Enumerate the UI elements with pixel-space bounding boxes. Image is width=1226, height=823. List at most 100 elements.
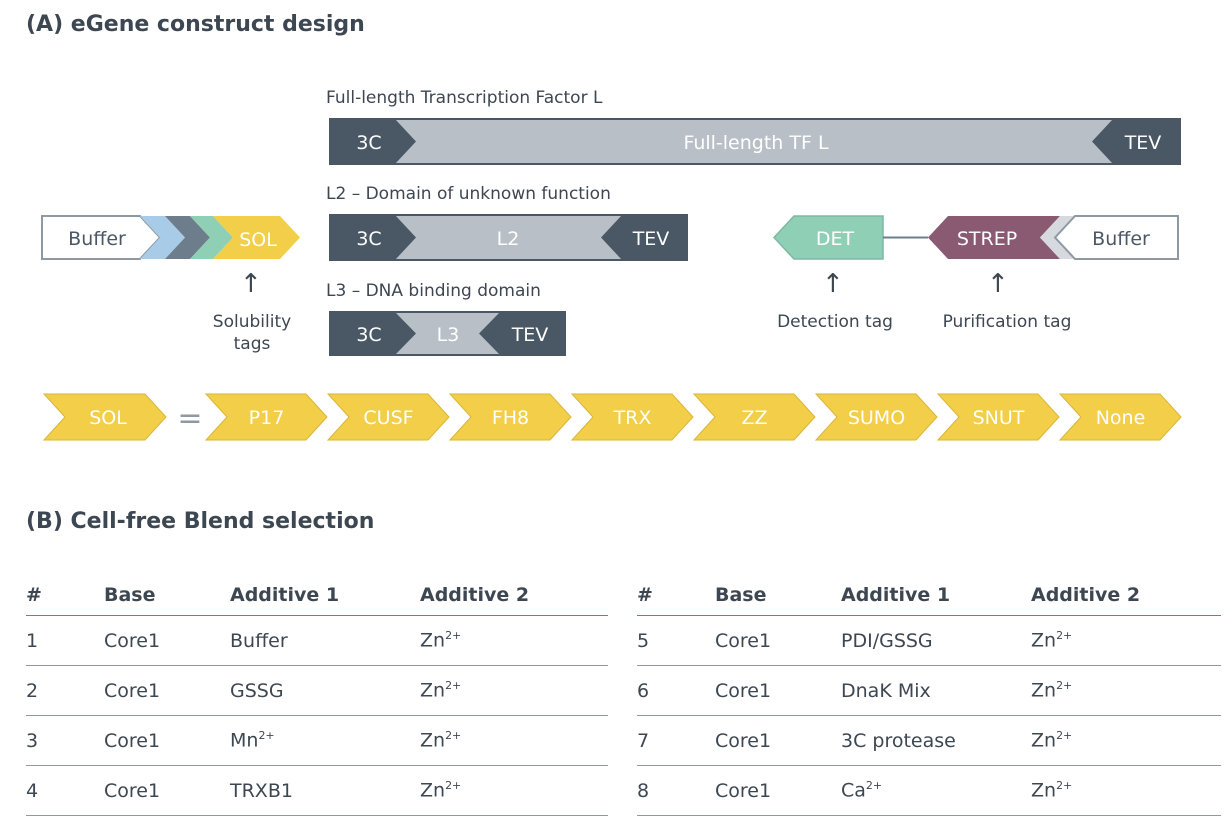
right-cassette: DET STREP Buffer xyxy=(772,215,1179,260)
strep-label: STREP xyxy=(957,228,1017,250)
l3-3c-label: 3C xyxy=(356,324,381,346)
l3-label: L3 – DNA binding domain xyxy=(326,281,541,301)
sol-option-chevron xyxy=(936,393,1060,441)
cell-additive-1: DnaK Mix xyxy=(841,665,1031,716)
sol-option-label: ZZ xyxy=(741,407,767,429)
cell-base: Core1 xyxy=(715,765,841,816)
cell-additive-2: Zn2+ xyxy=(1031,615,1221,666)
sol-option-chevron xyxy=(570,393,694,441)
cell-number: 6 xyxy=(637,665,715,716)
det-label: DET xyxy=(816,228,855,250)
l3-construct: 3C L3 TEV xyxy=(329,311,566,356)
cell-base: Core1 xyxy=(104,765,230,816)
cell-additive-2: Zn2+ xyxy=(420,665,608,716)
full-tev-label: TEV xyxy=(1124,132,1162,154)
detection-annotation: Detection tag xyxy=(777,312,893,332)
cell-additive-2: Zn2+ xyxy=(420,615,608,666)
cell-number: 5 xyxy=(637,615,715,666)
header-additive-2: Additive 2 xyxy=(1031,575,1221,616)
sol-option-label: TRX xyxy=(613,407,652,429)
sol-option-chevron xyxy=(814,393,938,441)
cell-additive-1: GSSG xyxy=(230,665,420,716)
l3-mid-label: L3 xyxy=(437,324,460,346)
cell-base: Core1 xyxy=(715,615,841,666)
full-3c-label: 3C xyxy=(356,132,381,154)
header-additive-2: Additive 2 xyxy=(420,575,608,616)
cell-additive-2: Zn2+ xyxy=(420,765,608,816)
header-base: Base xyxy=(104,575,230,616)
full-mid-label: Full-length TF L xyxy=(683,132,829,154)
l2-mid-label: L2 xyxy=(497,228,520,250)
sol-option-chevron xyxy=(692,393,816,441)
cell-additive-2: Zn2+ xyxy=(1031,665,1221,716)
sol-option-chevron xyxy=(1058,393,1182,441)
header-number: # xyxy=(26,575,104,616)
cell-additive-1: PDI/GSSG xyxy=(841,615,1031,666)
full-length-construct: 3C Full-length TF L TEV xyxy=(329,118,1181,165)
construct-diagram: 3C Full-length TF L TEV 3C L2 TEV 3C L3 … xyxy=(41,118,1182,441)
sol-option-label: P17 xyxy=(249,407,285,429)
header-base: Base xyxy=(715,575,841,616)
table-header-row: # Base Additive 1 Additive 2 xyxy=(637,575,1221,616)
left-sol-label: SOL xyxy=(239,229,277,251)
cell-base: Core1 xyxy=(715,715,841,766)
cell-base: Core1 xyxy=(104,615,230,666)
sol-option-label: SUMO xyxy=(848,407,905,429)
cell-number: 3 xyxy=(26,715,104,766)
cell-additive-1: 3C protease xyxy=(841,715,1031,766)
header-additive-1: Additive 1 xyxy=(230,575,420,616)
cell-base: Core1 xyxy=(104,715,230,766)
l2-construct: 3C L2 TEV xyxy=(329,214,688,261)
sol-options-row: SOL = P17 CUSF FH8 TRX ZZ SUMO SNUT None xyxy=(42,393,1182,441)
cell-number: 8 xyxy=(637,765,715,816)
left-cassette: Buffer SOL xyxy=(41,215,300,260)
detection-arrow-icon: ↑ xyxy=(822,269,844,299)
cell-additive-2: Zn2+ xyxy=(1031,765,1221,816)
sol-option-chevron xyxy=(448,393,572,441)
l2-tev-label: TEV xyxy=(632,228,670,250)
cell-number: 4 xyxy=(26,765,104,816)
cell-additive-1: Ca2+ xyxy=(841,765,1031,816)
cell-additive-1: Mn2+ xyxy=(230,715,420,766)
header-additive-1: Additive 1 xyxy=(841,575,1031,616)
l2-3c-label: 3C xyxy=(356,228,381,250)
sol-option-label: FH8 xyxy=(492,407,529,429)
header-number: # xyxy=(637,575,715,616)
cell-additive-1: TRXB1 xyxy=(230,765,420,816)
right-buffer-label: Buffer xyxy=(1092,228,1150,250)
section-a-title: (A) eGene construct design xyxy=(26,12,365,37)
table-header-row: # Base Additive 1 Additive 2 xyxy=(26,575,608,616)
section-b-title: (B) Cell-free Blend selection xyxy=(26,509,375,534)
l3-tev-label: TEV xyxy=(511,324,549,346)
cell-additive-2: Zn2+ xyxy=(420,715,608,766)
left-buffer-label: Buffer xyxy=(68,228,126,250)
l2-label: L2 – Domain of unknown function xyxy=(326,184,611,204)
cell-additive-2: Zn2+ xyxy=(1031,715,1221,766)
cell-additive-1: Buffer xyxy=(230,615,420,666)
sol-option-chevron xyxy=(326,393,450,441)
sol-option-label: None xyxy=(1096,407,1146,429)
cell-base: Core1 xyxy=(104,665,230,716)
cell-base: Core1 xyxy=(715,665,841,716)
purification-arrow-icon: ↑ xyxy=(987,269,1009,299)
cell-number: 2 xyxy=(26,665,104,716)
solubility-annotation: Solubility tags xyxy=(212,312,292,354)
sol-equals: = xyxy=(177,401,202,436)
cell-number: 1 xyxy=(26,615,104,666)
solubility-arrow-icon: ↑ xyxy=(240,269,262,299)
full-length-label: Full-length Transcription Factor L xyxy=(326,88,603,108)
sol-option-label: CUSF xyxy=(363,407,413,429)
sol-option-label: SNUT xyxy=(973,407,1025,429)
sol-option-sol: SOL xyxy=(89,407,127,429)
purification-annotation: Purification tag xyxy=(942,312,1072,332)
